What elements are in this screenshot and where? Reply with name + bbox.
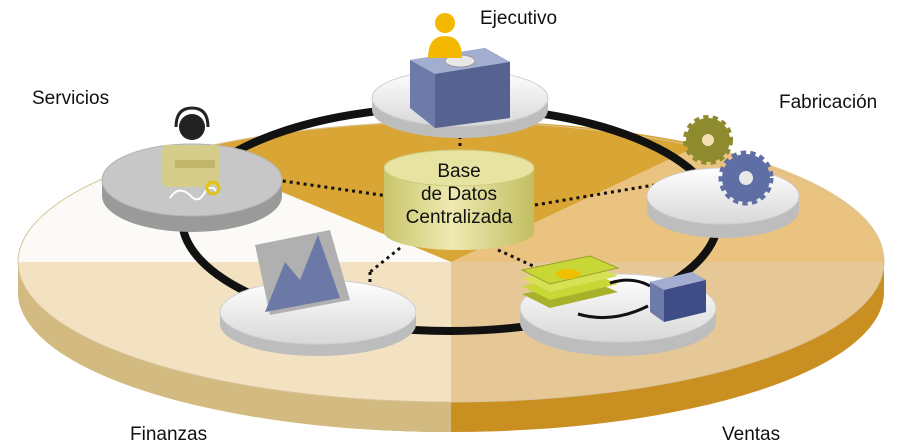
chart-document-icon xyxy=(255,230,350,315)
label-ejecutivo: Ejecutivo xyxy=(480,8,558,29)
executive-person-icon xyxy=(428,13,462,58)
label-servicios: Servicios xyxy=(32,88,110,109)
platter-edge-left xyxy=(18,262,451,432)
olive-gear-icon xyxy=(683,115,733,165)
label-finanzas: Finanzas xyxy=(130,424,208,445)
money-stack-icon xyxy=(520,255,620,308)
executive-platform xyxy=(371,48,549,138)
blue-gear-icon xyxy=(718,150,774,206)
central-database xyxy=(383,149,535,250)
support-agent-icon xyxy=(162,106,221,196)
exchange-arrows-icon xyxy=(577,278,651,320)
database-label: Base de Datos Centralizada xyxy=(380,160,538,229)
label-ventas: Ventas xyxy=(722,424,781,445)
database-label-line1: Base xyxy=(437,161,481,182)
database-label-line2: de Datos xyxy=(420,184,498,205)
label-fabricacion: Fabricación xyxy=(779,92,878,113)
services-platform xyxy=(101,143,283,232)
database-label-line3: Centralizada xyxy=(405,207,513,228)
product-box-icon xyxy=(650,272,706,322)
